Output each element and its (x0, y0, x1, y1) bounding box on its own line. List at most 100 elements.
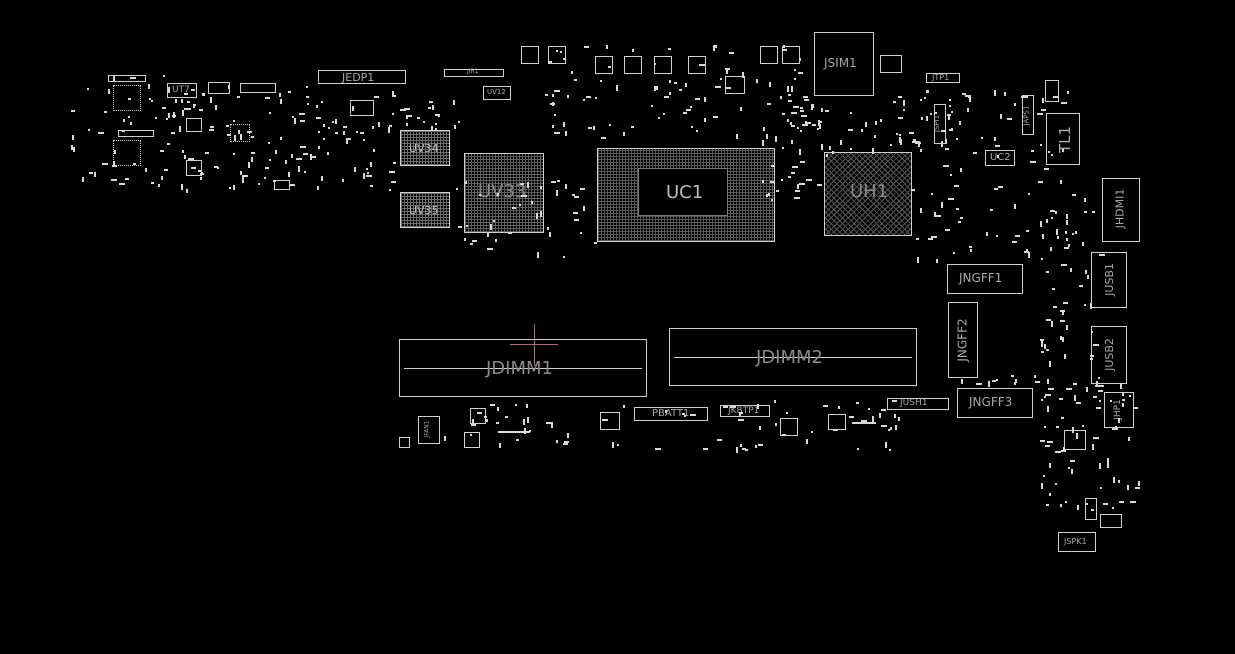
component-conn-top-left[interactable] (108, 75, 146, 82)
passive-pad (526, 404, 528, 408)
component-jngff1[interactable] (947, 264, 1023, 294)
component-conn-mid-left[interactable] (118, 130, 154, 137)
component-top-ic-1[interactable] (725, 76, 745, 94)
component-jkbtp1[interactable] (720, 405, 770, 417)
component-top-mos-3[interactable] (595, 56, 613, 74)
passive-pad (574, 196, 579, 198)
passive-pad (546, 422, 552, 424)
passive-pad (573, 212, 578, 214)
component-small-left-6[interactable] (274, 180, 290, 190)
passive-pad (470, 243, 473, 245)
component-top-mos-2[interactable] (548, 46, 566, 64)
passive-pad (1062, 311, 1064, 315)
component-top-mos-6[interactable] (688, 56, 706, 74)
passive-pad (363, 139, 365, 141)
component-ic-left-2[interactable] (113, 140, 141, 166)
passive-pad (931, 193, 933, 195)
component-bottom-ic-3[interactable] (828, 414, 846, 430)
component-jngff3[interactable] (957, 388, 1033, 418)
component-ic-left-1[interactable] (113, 85, 141, 111)
component-tl1[interactable] (1046, 113, 1080, 165)
passive-pad (472, 419, 474, 423)
component-pbatt1[interactable] (634, 407, 708, 421)
component-japs1[interactable] (1022, 95, 1034, 135)
component-jngff2[interactable] (948, 302, 978, 378)
passive-pad (861, 420, 867, 422)
component-top-mos-1[interactable] (521, 46, 539, 64)
component-ic-left-4[interactable] (186, 118, 202, 132)
component-ic-right-1[interactable] (1064, 430, 1086, 450)
component-top-mos-5[interactable] (654, 56, 672, 74)
component-uv35[interactable] (400, 192, 450, 228)
component-small-ut[interactable] (208, 82, 230, 94)
component-jtp1[interactable] (926, 73, 960, 83)
component-bottom-small-1[interactable] (399, 437, 410, 448)
component-bottom-right-small-1[interactable] (1100, 514, 1122, 528)
component-jusb1[interactable] (1091, 252, 1127, 308)
component-uc2[interactable] (985, 150, 1015, 166)
passive-pad (564, 441, 569, 443)
component-top-ic-2[interactable] (880, 55, 902, 73)
passive-pad (889, 449, 891, 451)
label-jusb1: JUSB1 (1102, 263, 1116, 296)
component-jspk1[interactable] (1058, 532, 1096, 552)
component-jedp1[interactable] (318, 70, 406, 84)
component-jdimm1[interactable] (399, 339, 647, 397)
passive-pad (328, 127, 330, 129)
component-small-left-7[interactable] (350, 100, 374, 116)
component-jir1[interactable] (444, 69, 504, 77)
component-bottom-small-3[interactable] (464, 432, 480, 448)
passive-pad (953, 252, 955, 254)
passive-pad (1107, 458, 1109, 463)
component-jfan1[interactable] (418, 416, 440, 444)
component-ic-left-5[interactable] (186, 160, 202, 176)
passive-pad (679, 89, 682, 91)
passive-pad (823, 405, 828, 407)
component-ut7[interactable] (167, 83, 197, 98)
label-pbatt1: PBATT1 (652, 408, 690, 419)
passive-pad (1047, 441, 1053, 443)
component-top-mos-4[interactable] (624, 56, 642, 74)
component-jhdmi1[interactable] (1102, 178, 1140, 242)
component-bottom-ic-1[interactable] (600, 412, 620, 430)
passive-pad (868, 408, 870, 410)
passive-pad (655, 448, 661, 450)
component-small-jt[interactable] (240, 83, 276, 93)
passive-pad (818, 120, 820, 126)
passive-pad (818, 121, 822, 123)
passive-pad (1093, 344, 1099, 346)
component-uv34[interactable] (400, 130, 450, 166)
component-jush1[interactable] (887, 398, 949, 410)
passive-pad (850, 148, 852, 150)
component-uv33[interactable] (464, 153, 544, 233)
component-ic-left-3[interactable] (230, 124, 250, 142)
component-top-mos-7[interactable] (760, 46, 778, 64)
passive-pad (788, 100, 792, 102)
component-jhp1[interactable] (1104, 392, 1134, 428)
passive-pad (960, 168, 962, 172)
component-uv12[interactable] (483, 86, 511, 100)
passive-pad (227, 134, 231, 136)
passive-pad (799, 149, 801, 155)
passive-pad (1066, 238, 1068, 241)
component-jsim1[interactable] (814, 32, 874, 96)
passive-pad (1011, 375, 1014, 377)
component-jdimm2[interactable] (669, 328, 917, 386)
component-jspi1[interactable] (934, 104, 946, 144)
passive-pad (969, 97, 971, 102)
passive-pad (370, 185, 373, 187)
passive-pad (874, 135, 876, 138)
passive-pad (122, 130, 125, 132)
component-top-mos-8[interactable] (782, 46, 800, 64)
passive-pad (540, 211, 542, 217)
passive-pad (540, 186, 542, 189)
component-top-right-small[interactable] (1045, 80, 1059, 102)
component-bottom-ic-2[interactable] (780, 418, 798, 436)
passive-pad (915, 142, 921, 144)
component-bottom-right-small-2[interactable] (1085, 498, 1097, 520)
passive-pad (1030, 161, 1036, 163)
component-uh1[interactable] (824, 152, 912, 236)
passive-pad (1090, 358, 1093, 360)
passive-pad (861, 129, 863, 132)
